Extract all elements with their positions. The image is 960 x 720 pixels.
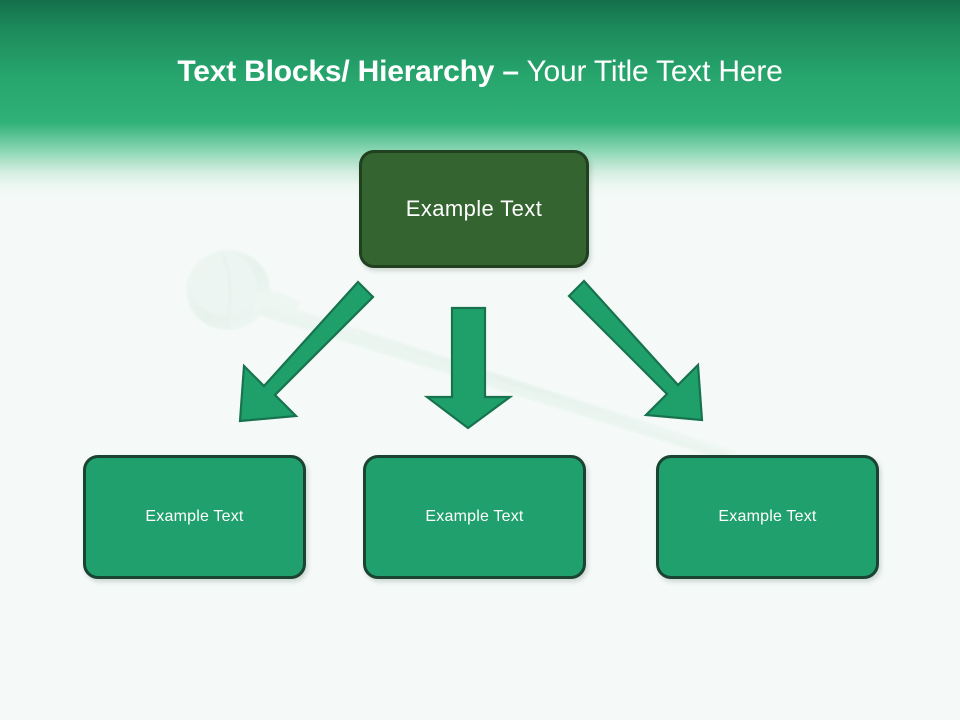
page-title-bold: Text Blocks/ Hierarchy – [177, 55, 519, 88]
node-child-1[interactable]: Example Text [83, 455, 306, 579]
arrow-down-right [567, 279, 704, 422]
page-title-light: Your Title Text Here [518, 55, 783, 88]
node-child-3[interactable]: Example Text [656, 455, 879, 579]
ladle-shape [186, 250, 736, 463]
arrow-down [423, 306, 514, 430]
node-parent-label: Example Text [405, 196, 543, 221]
node-child-3-label: Example Text [718, 508, 817, 525]
node-child-1-label: Example Text [145, 508, 244, 525]
node-parent[interactable]: Example Text [359, 150, 589, 268]
page-title: Text Blocks/ Hierarchy – Your Title Text… [0, 52, 960, 92]
ladle-watermark [186, 250, 736, 463]
node-child-2-label: Example Text [425, 508, 524, 525]
arrow-down-left [238, 280, 375, 423]
node-child-2[interactable]: Example Text [363, 455, 586, 579]
